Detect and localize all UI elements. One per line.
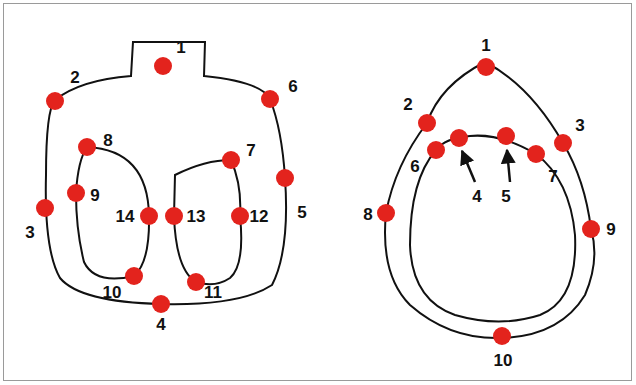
frame <box>4 4 632 381</box>
callout-number: 3 <box>575 117 584 134</box>
callout-number: 12 <box>250 208 269 225</box>
callout-number: 4 <box>472 188 481 205</box>
right-outline <box>385 62 594 338</box>
callout-number: 3 <box>25 224 34 241</box>
callout-number: 10 <box>103 284 122 301</box>
callout-number: 1 <box>481 37 490 54</box>
callout-number: 8 <box>103 132 112 149</box>
callout-number: 10 <box>494 352 513 369</box>
callout-number: 1 <box>176 39 185 56</box>
callout-number: 11 <box>204 284 222 301</box>
callout-number: 2 <box>70 69 79 86</box>
electrode-dots <box>36 57 600 345</box>
callout-number: 2 <box>403 96 412 113</box>
callout-number: 5 <box>501 188 510 205</box>
callout-number: 6 <box>288 78 297 95</box>
callout-number: 4 <box>156 316 165 333</box>
callout-number: 9 <box>90 187 99 204</box>
callout-number: 13 <box>187 208 206 225</box>
callout-number: 9 <box>606 221 615 238</box>
callout-number: 5 <box>297 204 306 221</box>
callout-number: 7 <box>246 142 255 159</box>
callout-number: 8 <box>363 206 372 223</box>
callout-number: 7 <box>548 168 557 185</box>
left-outline <box>46 42 286 304</box>
callout-number: 14 <box>116 208 135 225</box>
callout-number: 6 <box>410 158 419 175</box>
